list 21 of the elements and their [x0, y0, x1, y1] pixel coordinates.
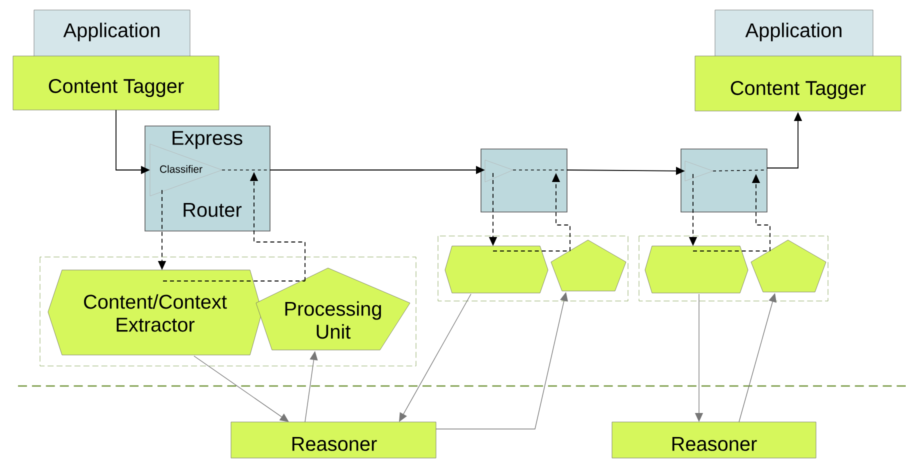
dashed-frame [638, 236, 828, 302]
dashed-frame [40, 256, 416, 366]
arrow [399, 294, 472, 422]
dashed-line [692, 250, 770, 252]
pentagon-shape [750, 240, 826, 292]
labelled-box: Content Tagger [694, 56, 902, 112]
labelled-box: Reasoner [230, 422, 436, 458]
dashed-line [162, 280, 306, 282]
pentagon-shape [550, 240, 626, 292]
hexagon-shape [444, 246, 548, 294]
router-box [680, 148, 768, 212]
hexagon-shape [644, 246, 748, 294]
dashed-frame [438, 236, 628, 302]
arrow [194, 356, 289, 422]
dashed-line [492, 250, 570, 252]
router-box [480, 148, 568, 212]
labelled-box: Content Tagger [12, 56, 220, 110]
triangle-symbol [684, 160, 714, 182]
triangle-symbol [484, 160, 514, 182]
application-box: Application [714, 10, 874, 60]
labelled-box: Reasoner [612, 422, 816, 458]
